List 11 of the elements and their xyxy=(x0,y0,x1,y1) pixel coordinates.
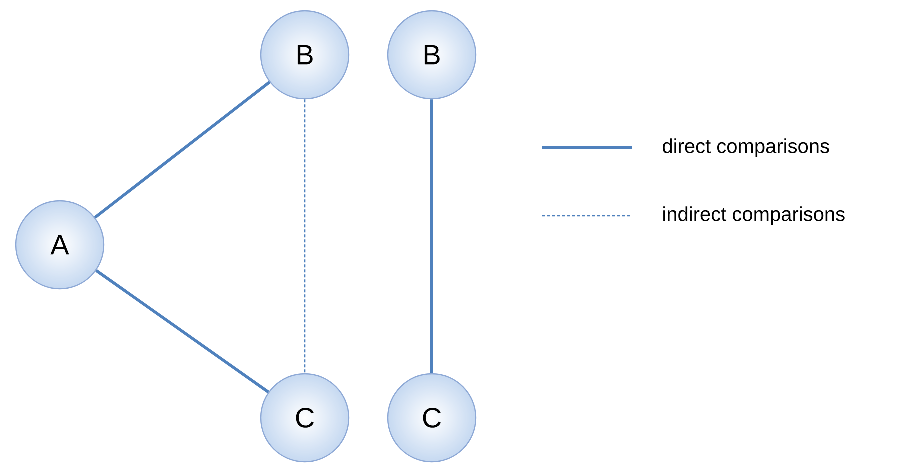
connector-line xyxy=(94,81,271,219)
connector-line xyxy=(96,270,270,394)
circle-node: C xyxy=(260,373,350,463)
connector-line xyxy=(430,100,434,374)
circle-node: B xyxy=(387,10,477,100)
legend-label: indirect comparisons xyxy=(664,206,845,226)
connector-line xyxy=(304,100,306,374)
circle-node: B xyxy=(260,10,350,100)
legend-label: direct comparisons xyxy=(663,138,830,158)
circle-node: A xyxy=(15,200,105,290)
circle-node: C xyxy=(387,373,477,463)
